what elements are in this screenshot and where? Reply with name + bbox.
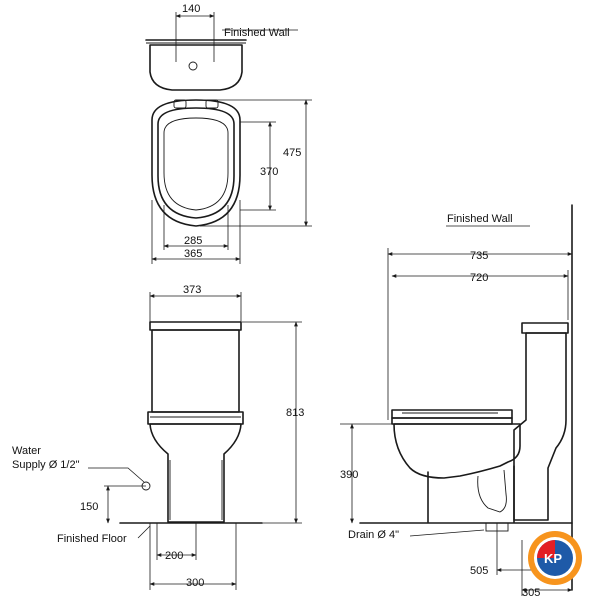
drain-label: Drain Ø 4" — [348, 529, 399, 541]
dim-370: 370 — [260, 166, 278, 178]
dim-285: 285 — [184, 235, 202, 247]
brand-logo: KP — [528, 531, 582, 585]
dim-300: 300 — [186, 577, 204, 589]
dim-720: 720 — [470, 272, 488, 284]
dim-200: 200 — [165, 550, 183, 562]
finished-wall-label-top: Finished Wall — [224, 27, 290, 39]
dim-373: 373 — [183, 284, 201, 296]
dim-505: 505 — [470, 565, 488, 577]
dim-735: 735 — [470, 250, 488, 262]
top-view: 140 Finished Wall 475 370 285 365 — [145, 3, 312, 264]
water-label-line2: Supply Ø 1/2" — [12, 459, 80, 471]
dim-813: 813 — [286, 407, 304, 419]
dim-390: 390 — [340, 469, 358, 481]
front-view: 373 813 Water Supply Ø 1/2" 150 Finished… — [12, 284, 304, 590]
finished-wall-label-side: Finished Wall — [447, 213, 513, 225]
logo-text: KP — [544, 551, 562, 566]
dim-365: 365 — [184, 248, 202, 260]
dim-140: 140 — [182, 3, 200, 15]
dim-305: 305 — [522, 587, 540, 599]
water-label-line1: Water — [12, 445, 41, 457]
finished-floor-label: Finished Floor — [57, 533, 127, 545]
side-view: Finished Wall 735 720 390 Drain Ø 4" — [340, 204, 573, 599]
dim-150: 150 — [80, 501, 98, 513]
dim-475: 475 — [283, 147, 301, 159]
